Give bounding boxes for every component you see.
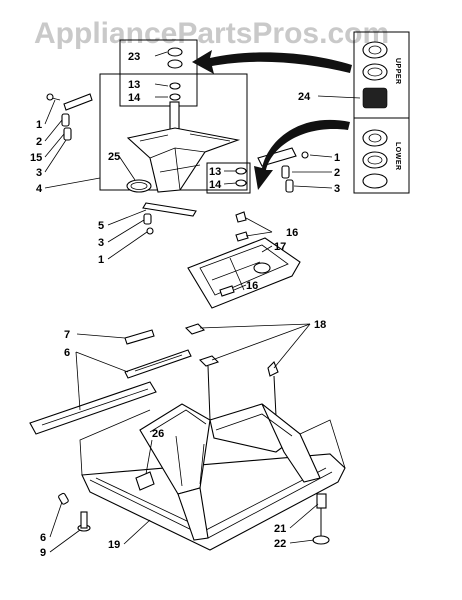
callout-3-mid: 3: [98, 237, 104, 249]
callout-6-top: 6: [64, 347, 70, 359]
callout-17: 17: [274, 241, 286, 253]
mounting-plate-assembly: [187, 211, 301, 309]
callout-1-right: 1: [334, 152, 340, 164]
arrow-to-seal-kit: [192, 50, 352, 74]
callout-16-plate: 16: [246, 280, 258, 292]
callout-2-left: 2: [36, 136, 42, 148]
callout-4: 4: [36, 183, 43, 195]
callout-3-left: 3: [36, 167, 42, 179]
callout-21: 21: [274, 523, 286, 535]
callout-1-mid: 1: [98, 254, 104, 266]
callout-9: 9: [40, 547, 46, 559]
ring-25: [126, 179, 152, 193]
callout-5: 5: [98, 220, 104, 232]
callout-13-top: 13: [128, 79, 140, 91]
callout-2-right: 2: [334, 167, 340, 179]
plate-17: [187, 237, 301, 309]
callout-18: 18: [314, 319, 326, 331]
callout-1-left: 1: [36, 119, 42, 131]
callouts: 23 13 14 24 1 2 15 3 4 25 13 14 1 2 3 5 …: [30, 51, 340, 559]
callout-14-right: 14: [209, 179, 222, 191]
leader-lines: [44, 51, 361, 553]
callout-3-right: 3: [334, 183, 340, 195]
kit-label-lower: LOWER: [394, 142, 401, 171]
callout-24: 24: [298, 91, 311, 103]
callout-23: 23: [128, 51, 140, 63]
callout-25: 25: [108, 151, 120, 163]
base-frame: [29, 323, 346, 551]
seal-kit-box: [119, 39, 198, 107]
gearcase-assembly: [46, 39, 309, 235]
callout-14-top: 14: [128, 92, 141, 104]
callout-8: 6: [40, 532, 46, 544]
callout-19: 19: [108, 539, 120, 551]
callout-15: 15: [30, 152, 42, 164]
kit-label-upper: UPPER: [394, 58, 401, 85]
callout-22: 22: [274, 538, 286, 550]
callout-13-right: 13: [209, 166, 221, 178]
transmission: [126, 127, 241, 193]
callout-16-top: 16: [286, 227, 298, 239]
watermark: AppliancePartsPros.com: [34, 17, 389, 50]
callout-7: 7: [64, 329, 70, 341]
callout-26: 26: [152, 428, 164, 440]
arrow-to-lower-kit: [254, 119, 350, 190]
bearing-kit-panel: UPPER LOWER: [353, 31, 410, 194]
